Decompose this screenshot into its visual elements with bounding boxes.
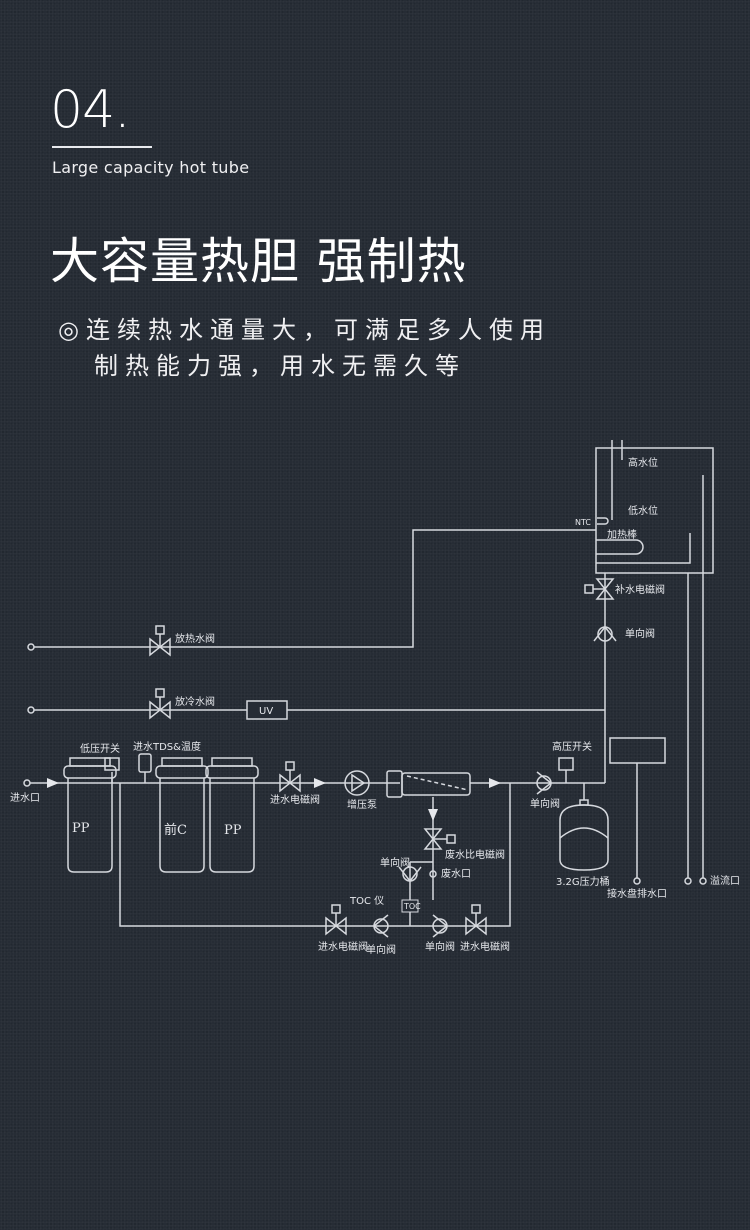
label-ntc: NTC bbox=[575, 518, 591, 527]
label-overflow: 溢流口 bbox=[710, 874, 740, 887]
drip-tray bbox=[609, 737, 666, 764]
section-number: 04. bbox=[50, 80, 131, 140]
bottom-solenoid-left-icon bbox=[325, 904, 347, 935]
label-waste-ratio-valve: 废水比电磁阀 bbox=[445, 848, 505, 861]
label-uv: UV bbox=[259, 706, 273, 717]
toc-meter bbox=[401, 899, 419, 913]
label-bottom-check-left: 单向阀 bbox=[366, 943, 396, 956]
description: ◎连续热水通量大，可满足多人使用 制热能力强，用水无需久等 bbox=[58, 312, 551, 384]
label-check-main: 单向阀 bbox=[530, 797, 560, 810]
label-bottom-solenoid-left: 进水电磁阀 bbox=[318, 940, 368, 953]
filter-label-3: PP bbox=[224, 823, 242, 838]
filter-label-2: 前C bbox=[164, 822, 187, 838]
label-low-pressure-switch: 低压开关 bbox=[80, 742, 120, 755]
label-booster-pump: 增压泵 bbox=[347, 798, 377, 811]
bypass-pipe bbox=[119, 783, 511, 927]
label-inlet: 进水口 bbox=[10, 792, 40, 804]
hot-water-tank: 高水位 低水位 NTC 加热棒 bbox=[575, 440, 714, 574]
label-inlet-solenoid: 进水电磁阀 bbox=[270, 793, 320, 806]
filter-pp-1 bbox=[63, 757, 117, 873]
label-hot-valve: 放热水阀 bbox=[175, 632, 215, 645]
label-low-level: 低水位 bbox=[628, 504, 658, 517]
toc-box-label: TOC bbox=[403, 902, 421, 911]
divider bbox=[52, 146, 152, 148]
pressure-tank bbox=[559, 799, 609, 871]
label-high-level: 高水位 bbox=[628, 456, 658, 469]
label-bottom-check-right: 单向阀 bbox=[425, 940, 455, 953]
hot-water-pipe bbox=[34, 529, 596, 648]
label-high-pressure-switch: 高压开关 bbox=[552, 740, 592, 753]
label-check-tank: 单向阀 bbox=[625, 627, 655, 640]
label-toc: TOC 仪 bbox=[349, 895, 384, 907]
ro-membrane bbox=[386, 770, 471, 798]
description-line-1: ◎连续热水通量大，可满足多人使用 bbox=[58, 316, 551, 344]
label-drip-tray-drain: 接水盘排水口 bbox=[607, 887, 667, 900]
booster-pump-icon bbox=[344, 770, 370, 796]
filter-label-1: PP bbox=[72, 821, 90, 836]
label-bottom-solenoid-right: 进水电磁阀 bbox=[460, 940, 510, 953]
page-title: 大容量热胆 强制热 bbox=[50, 233, 467, 290]
label-heater: 加热棒 bbox=[607, 528, 637, 541]
cold-water-valve-icon bbox=[149, 688, 171, 719]
bottom-solenoid-right-icon bbox=[465, 904, 487, 935]
label-makeup-valve: 补水电磁阀 bbox=[615, 583, 665, 596]
label-waste-outlet: 废水口 bbox=[441, 867, 471, 880]
section-subtitle: Large capacity hot tube bbox=[52, 158, 250, 177]
uv-lamp bbox=[246, 700, 288, 720]
inlet-solenoid-icon bbox=[279, 761, 301, 792]
label-cold-valve: 放冷水阀 bbox=[175, 695, 215, 708]
filter-pp-2 bbox=[205, 757, 259, 873]
label-tds-temp: 进水TDS&温度 bbox=[133, 740, 201, 753]
filter-carbon bbox=[155, 757, 209, 873]
hot-water-valve-icon bbox=[149, 625, 171, 656]
label-check-waste: 单向阀 bbox=[380, 856, 410, 869]
label-pressure-tank: 3.2G压力桶 bbox=[556, 875, 610, 888]
description-line-2: 制热能力强，用水无需久等 bbox=[94, 352, 466, 380]
